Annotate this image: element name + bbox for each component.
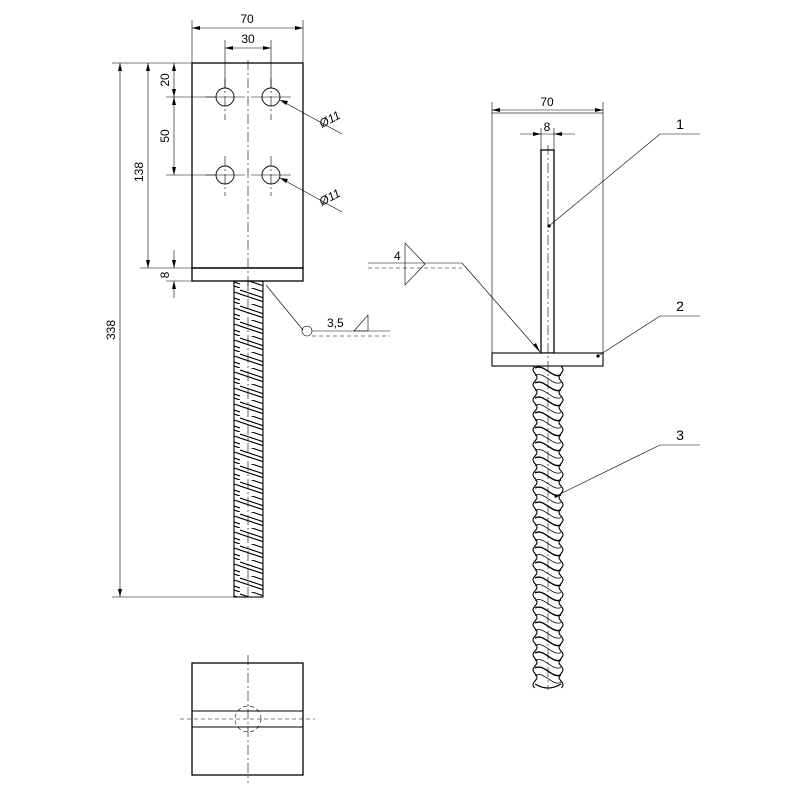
dim-hole-spacing-y-label: 50 bbox=[158, 129, 172, 143]
rebar-rib bbox=[534, 464, 562, 474]
rebar-rib bbox=[534, 374, 562, 384]
rebar-outline bbox=[558, 365, 564, 689]
leader-part-1: 1 bbox=[547, 116, 700, 228]
rebar-rib bbox=[534, 441, 562, 452]
side-view: 70 8 4 1 bbox=[368, 95, 700, 690]
dim-plate-height-label: 138 bbox=[132, 162, 146, 182]
callout-hole-lower-label: Ø11 bbox=[316, 186, 343, 209]
callout-hole-upper: Ø11 bbox=[279, 99, 343, 135]
rebar-rib bbox=[534, 651, 562, 662]
rebar-rib bbox=[534, 614, 562, 624]
dim-front-width-label: 70 bbox=[240, 12, 254, 26]
rebar-rib bbox=[534, 494, 562, 504]
rebar-rib bbox=[534, 591, 562, 602]
rebar-rib bbox=[534, 659, 562, 669]
weld-size-side: 4 bbox=[394, 249, 401, 263]
side-rebar-rod bbox=[532, 365, 564, 689]
rebar-rib bbox=[534, 366, 562, 377]
rebar-rib bbox=[534, 569, 562, 579]
dim-blade-thickness: 8 bbox=[520, 120, 575, 150]
leader-part-2: 2 bbox=[596, 298, 700, 358]
rebar-rib bbox=[534, 674, 562, 684]
rebar-rib bbox=[534, 381, 562, 392]
side-view-outline bbox=[491, 112, 604, 354]
dim-total-height-label: 338 bbox=[104, 320, 118, 340]
part-label-2: 2 bbox=[676, 298, 684, 314]
front-view: 70 30 20 50 bbox=[104, 12, 390, 600]
rebar-rib bbox=[534, 621, 562, 632]
rebar-rib bbox=[534, 404, 562, 414]
side-base-plate bbox=[491, 352, 604, 367]
rebar-rib bbox=[534, 561, 562, 572]
dim-top-to-hole-label: 20 bbox=[158, 73, 172, 87]
rebar-outline bbox=[532, 365, 538, 689]
rebar-rib bbox=[534, 554, 562, 564]
dim-side-width: 70 bbox=[491, 95, 604, 113]
rebar-end bbox=[534, 683, 562, 689]
rebar-rib bbox=[534, 426, 562, 437]
weld-symbol-side: 4 bbox=[368, 242, 541, 353]
front-base-plate bbox=[191, 267, 304, 282]
dim-hole-spacing-x-label: 30 bbox=[241, 32, 255, 46]
dim-side-width-label: 70 bbox=[540, 95, 554, 109]
rebar-rib bbox=[534, 456, 562, 467]
rebar-rib bbox=[534, 531, 562, 542]
callout-hole-upper-label: Ø11 bbox=[316, 108, 343, 131]
dim-hole-spacing-y: 50 bbox=[158, 97, 216, 176]
rebar-rib bbox=[534, 389, 562, 399]
rebar-rib bbox=[534, 486, 562, 497]
dim-hole-spacing-x: 30 bbox=[224, 32, 272, 88]
rebar-rib bbox=[534, 501, 562, 512]
weld-symbol-front: 3,5 bbox=[265, 284, 390, 337]
dim-plate-height: 138 bbox=[132, 62, 192, 269]
rebar-rib bbox=[534, 524, 562, 534]
rebar-rib bbox=[534, 599, 562, 609]
rebar-rib bbox=[534, 516, 562, 527]
rebar-rib bbox=[534, 411, 562, 422]
part-label-1: 1 bbox=[676, 116, 684, 132]
rebar-rib bbox=[534, 419, 562, 429]
leader-part-3: 3 bbox=[554, 427, 700, 498]
top-view-rod-circle bbox=[234, 705, 262, 733]
rebar-rib bbox=[534, 576, 562, 587]
rebar-rib bbox=[534, 629, 562, 639]
rebar-rib bbox=[534, 644, 562, 654]
dim-top-to-hole: 20 bbox=[158, 62, 216, 98]
rebar-rib bbox=[534, 449, 562, 459]
dim-base-thickness-label: 8 bbox=[158, 271, 172, 278]
rebar-rib bbox=[534, 584, 562, 594]
weld-size-front: 3,5 bbox=[327, 316, 344, 330]
rebar-rib bbox=[534, 396, 562, 407]
rebar-rib bbox=[534, 479, 562, 489]
side-blade bbox=[540, 149, 555, 354]
rebar-rib bbox=[534, 539, 562, 549]
rebar-rib bbox=[534, 434, 562, 444]
callout-hole-lower: Ø11 bbox=[279, 177, 343, 213]
rebar-rib bbox=[534, 546, 562, 557]
dim-base-thickness: 8 bbox=[158, 250, 192, 298]
rebar-rib bbox=[534, 606, 562, 617]
dim-front-width: 70 bbox=[191, 12, 304, 63]
top-view bbox=[180, 655, 315, 783]
rebar-rib bbox=[534, 471, 562, 482]
rebar-rib bbox=[534, 666, 562, 677]
rebar-rib bbox=[534, 509, 562, 519]
front-plate bbox=[191, 62, 304, 269]
dim-blade-thickness-label: 8 bbox=[544, 120, 551, 134]
dim-total-height: 338 bbox=[104, 62, 234, 598]
rebar-rib bbox=[534, 636, 562, 647]
part-label-3: 3 bbox=[676, 427, 684, 443]
front-rebar-rod bbox=[233, 280, 264, 598]
